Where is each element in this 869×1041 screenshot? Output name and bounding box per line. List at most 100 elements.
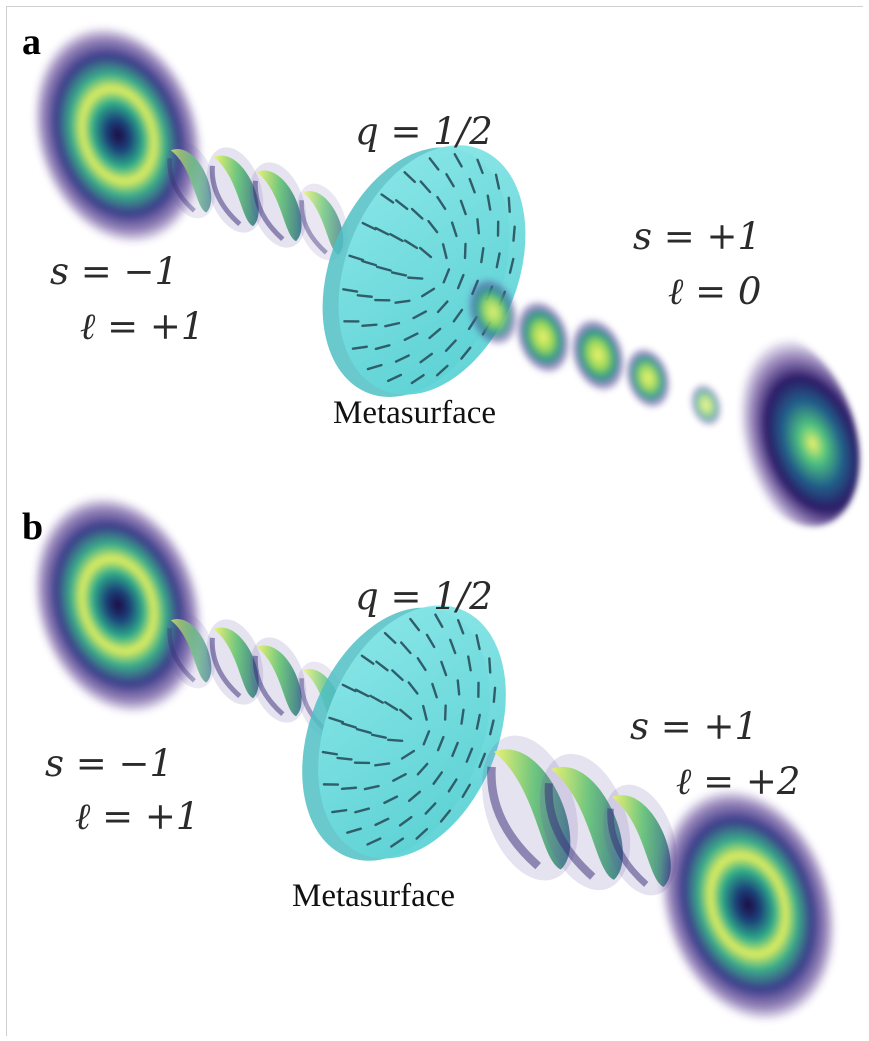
panel-a-metasurface-element bbox=[374, 226, 390, 236]
panel-a-metasurface-element bbox=[480, 247, 485, 264]
panel-a-metasurface-element bbox=[444, 339, 457, 352]
panel-b-input-twist-0 bbox=[164, 611, 216, 689]
panel-b-metasurface-element bbox=[383, 795, 399, 805]
panel-a-input-twist-1-edge bbox=[209, 165, 242, 227]
panel-a-input-twist-0-edge bbox=[167, 158, 196, 213]
panel-a-metasurface-element bbox=[445, 173, 455, 188]
panel-a-metasurface-element bbox=[452, 308, 464, 323]
panel-a-metasurface-element bbox=[375, 265, 392, 272]
panel-a-metasurface-element bbox=[495, 252, 501, 269]
panel-b-metasurface-element bbox=[374, 817, 390, 827]
panel-a-output-beam-1 bbox=[515, 299, 571, 375]
panel-a-input-twist-3-band bbox=[302, 190, 344, 255]
panel-a-metasurface-element bbox=[420, 287, 436, 298]
panel-a-input-twist-0-band bbox=[170, 148, 212, 213]
panel-b-metasurface-element bbox=[416, 762, 429, 776]
panel-b-metasurface-element bbox=[398, 815, 413, 827]
panel-b-metasurface-element bbox=[392, 772, 407, 782]
panel-a-output-beam-3 bbox=[624, 346, 672, 410]
panel-a-input-twist-3 bbox=[296, 183, 348, 261]
panel-b-metasurface-element bbox=[475, 634, 481, 651]
panel-a-metasurface-element bbox=[419, 246, 433, 259]
panel-b-input-spin: s = −1 bbox=[45, 742, 174, 785]
panel-a-input-spin: s = −1 bbox=[50, 250, 179, 293]
panel-b-metasurface bbox=[302, 605, 506, 861]
panel-a-metasurface-element bbox=[351, 345, 368, 350]
panel-b-metasurface-element bbox=[375, 660, 389, 672]
panel-a-input-twist-0 bbox=[164, 141, 216, 219]
panel-a-metasurface-element bbox=[512, 225, 516, 242]
panel-a-input-twist-1 bbox=[206, 147, 264, 233]
panel-a-metasurface-element bbox=[366, 363, 383, 371]
panel-b-metasurface-element bbox=[346, 827, 362, 834]
panel-a-metasurface-element bbox=[468, 177, 476, 194]
figure-frame bbox=[6, 6, 863, 1036]
panel-b-metasurface-element bbox=[456, 619, 465, 635]
panel-a-input-oam: ℓ = +1 bbox=[80, 305, 205, 348]
panel-a-metasurface-element bbox=[435, 364, 449, 377]
panel-b-output-spin: s = +1 bbox=[630, 705, 759, 748]
panel-b-input-twist-2-edge bbox=[252, 655, 285, 717]
panel-a-metasurface-element bbox=[412, 310, 428, 320]
panel-b-input-twist-0-edge bbox=[167, 628, 196, 683]
panel-a-metasurface-element bbox=[394, 199, 409, 211]
panel-b-metasurface-element bbox=[391, 669, 404, 682]
panel-b-metasurface-element bbox=[341, 683, 357, 693]
panel-b-metasurface-element bbox=[321, 750, 338, 756]
panel-a-metasurface-element bbox=[348, 254, 365, 262]
panel-b-metasurface-element bbox=[465, 747, 474, 763]
panel-b-metasurface-element bbox=[431, 682, 438, 699]
panel-b-input-twist-2-band bbox=[256, 645, 302, 717]
panel-b-output-twist-2-band bbox=[612, 795, 671, 888]
panel-a-output-beam-4 bbox=[689, 383, 723, 427]
panel-a-metasurface-element bbox=[403, 239, 419, 250]
panel-a-input-twist-2-band bbox=[256, 170, 302, 242]
panel-b-output-twist-0-band bbox=[493, 749, 571, 870]
panel-a-metasurface-element bbox=[419, 352, 434, 364]
panel-a-metasurface-element bbox=[361, 221, 377, 231]
panel-b-metasurface-element bbox=[400, 749, 416, 760]
panel-b-input-twist-1-band bbox=[213, 627, 259, 699]
panel-b-metasurface-element bbox=[407, 790, 422, 803]
panel-b-metasurface-element bbox=[492, 686, 497, 703]
panel-a-metasurface-element bbox=[394, 299, 411, 304]
panel-a-letter: a bbox=[22, 21, 41, 63]
panel-a-metasurface-element bbox=[459, 199, 467, 216]
panel-b-metasurface-element bbox=[354, 807, 371, 814]
panel-b-metasurface-element bbox=[475, 713, 481, 730]
panel-b-metasurface-element bbox=[460, 708, 465, 725]
panel-b-metasurface-element bbox=[447, 778, 458, 793]
panel-b-metasurface-element bbox=[425, 633, 436, 649]
panel-a-metasurface-element bbox=[494, 173, 501, 190]
panel-a-metasurface-element bbox=[342, 288, 359, 293]
panel-b-metasurface-element bbox=[386, 738, 404, 742]
panel-b-metasurface-element bbox=[424, 802, 437, 815]
panel-b-metasurface-element bbox=[399, 708, 413, 721]
panel-a-input-donut bbox=[32, 25, 204, 245]
panel-a-output-spin: s = +1 bbox=[633, 215, 762, 258]
panel-a-metasurface-element bbox=[419, 180, 432, 194]
panel-b-metasurface-element bbox=[467, 655, 472, 672]
panel-b-metasurface-element bbox=[451, 741, 459, 758]
panel-a-metasurface-element bbox=[356, 294, 373, 298]
panel-a-metasurface-element bbox=[394, 354, 410, 363]
panel-a-metasurface-element bbox=[427, 219, 439, 234]
panel-a-metasurface-element bbox=[407, 276, 424, 280]
panel-b-metasurface-element bbox=[328, 716, 345, 724]
panel-a-output-oam: ℓ = 0 bbox=[668, 270, 762, 313]
panel-b-metasurface-element bbox=[331, 808, 348, 814]
panel-a-metasurface-element bbox=[380, 193, 395, 204]
panel-b-metasurface-element bbox=[440, 660, 448, 677]
panel-b-metasurface-element bbox=[434, 613, 444, 629]
panel-b-input-oam: ℓ = +1 bbox=[75, 795, 200, 838]
panel-b-metasurface-element bbox=[354, 688, 370, 698]
panel-a-metasurface-element bbox=[428, 327, 442, 340]
panel-a-metasurface-element bbox=[361, 259, 377, 267]
panel-a-metasurface-element bbox=[384, 321, 401, 328]
panel-a-q-label: q = 1/2 bbox=[355, 110, 493, 153]
panel-b-input-twist-0-band bbox=[170, 618, 212, 683]
panel-a-output-beam-2 bbox=[570, 317, 626, 393]
panel-b-output-donut bbox=[659, 787, 837, 1023]
panel-a-metasurface-element bbox=[410, 374, 425, 385]
panel-a-metasurface-element bbox=[374, 344, 391, 351]
